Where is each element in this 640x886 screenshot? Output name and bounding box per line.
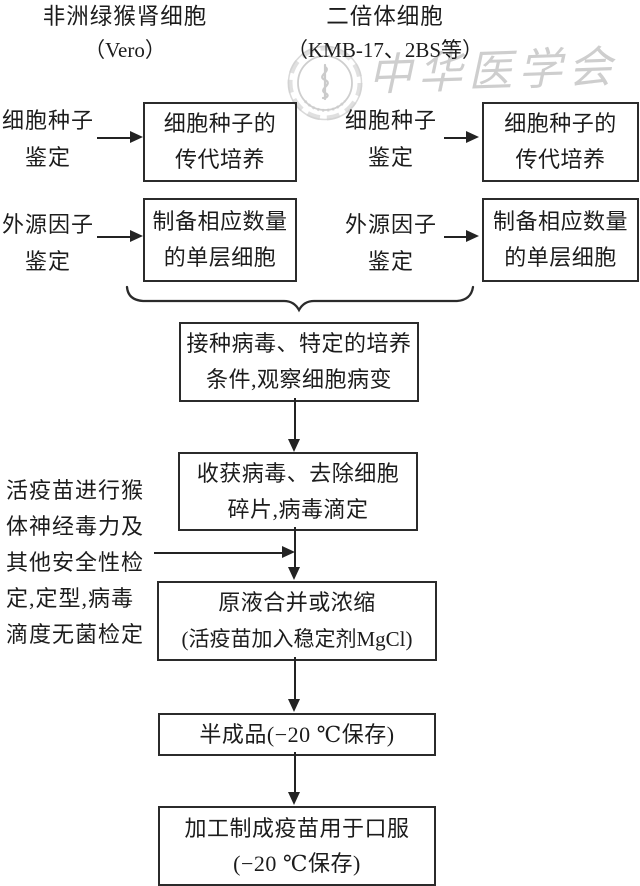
- box-line: 制备相应数量: [152, 209, 288, 234]
- box-left-monolayer-cells: 制备相应数量 的单层细胞: [143, 198, 297, 282]
- flow-arrow-4-line: [294, 752, 296, 793]
- side-arrow-head-icon: [282, 546, 295, 558]
- label-line: 鉴定: [367, 249, 414, 274]
- header-left-title: 非洲绿猴肾细胞: [42, 4, 208, 29]
- label-line: 外源因子: [345, 212, 438, 237]
- arrow-left-row1-head-icon: [130, 131, 143, 143]
- box-line: 传代培养: [515, 147, 606, 172]
- arrow-right-row1-head-icon: [466, 131, 479, 143]
- label-line: 细胞种子: [345, 108, 438, 133]
- arrow-left-row2-head-icon: [130, 230, 143, 242]
- flow-arrow-1-head-icon: [288, 439, 300, 452]
- merge-brace-icon: [125, 285, 475, 313]
- box-left-seed-culture: 细胞种子的 传代培养: [143, 102, 297, 182]
- box-oral-vaccine: 加工制成疫苗用于口服 (−20 ℃保存): [158, 806, 436, 886]
- label-line: 鉴定: [24, 145, 71, 170]
- box-line: (活疫苗加入稳定剂MgCl): [181, 627, 413, 651]
- label-line: 细胞种子: [2, 108, 95, 133]
- box-line: 制备相应数量: [492, 209, 628, 234]
- side-note-line: 滴度无菌检定: [6, 622, 145, 647]
- flow-arrow-3-head-icon: [288, 699, 300, 712]
- box-line: 加工制成疫苗用于口服: [184, 816, 410, 841]
- box-right-seed-culture: 细胞种子的 传代培养: [482, 102, 639, 182]
- side-arrow-line: [154, 552, 282, 554]
- box-line: 细胞种子的: [163, 111, 277, 136]
- flow-arrow-2-head-icon: [288, 567, 300, 580]
- label-left-cell-seed: 细胞种子 鉴定: [2, 102, 94, 176]
- side-note-line: 其他安全性检: [6, 550, 145, 575]
- box-inoculate-virus: 接种病毒、特定的培养 条件,观察细胞病变: [179, 322, 419, 402]
- box-line: 的单层细胞: [504, 245, 617, 270]
- box-line: 接种病毒、特定的培养: [186, 331, 412, 356]
- box-line: 半成品(−20 ℃保存): [199, 721, 395, 747]
- side-note-safety-tests: 活疫苗进行猴 体神经毒力及 其他安全性检 定,定型,病毒 滴度无菌检定: [6, 473, 174, 653]
- box-line: 条件,观察细胞病变: [205, 367, 392, 392]
- header-left-subtitle: （Vero）: [84, 38, 166, 62]
- label-line: 外源因子: [2, 212, 95, 237]
- arrow-right-row1-line: [444, 137, 466, 139]
- box-harvest-virus: 收获病毒、去除细胞 碎片,病毒滴定: [178, 452, 418, 531]
- label-line: 鉴定: [367, 145, 414, 170]
- arrow-left-row2-line: [97, 236, 130, 238]
- header-right-subtitle: （KMB-17、2BS等）: [286, 38, 484, 62]
- side-note-line: 活疫苗进行猴: [6, 478, 145, 503]
- arrow-right-row2-head-icon: [466, 230, 479, 242]
- arrow-left-row1-line: [97, 137, 130, 139]
- box-line: 的单层细胞: [163, 245, 277, 270]
- box-line: 细胞种子的: [504, 111, 617, 136]
- side-note-line: 定,定型,病毒: [6, 586, 135, 611]
- box-semi-finished-product: 半成品(−20 ℃保存): [158, 713, 436, 756]
- flow-arrow-1-line: [294, 398, 296, 440]
- label-left-adventitious-agent: 外源因子 鉴定: [2, 206, 94, 280]
- box-line: 收获病毒、去除细胞: [196, 460, 400, 486]
- box-line: 原液合并或浓缩: [218, 590, 376, 615]
- flow-arrow-2-line: [294, 527, 296, 568]
- label-right-adventitious-agent: 外源因子 鉴定: [345, 206, 437, 280]
- box-line: 碎片,病毒滴定: [227, 496, 369, 522]
- box-right-monolayer-cells: 制备相应数量 的单层细胞: [482, 198, 639, 282]
- label-line: 鉴定: [24, 249, 71, 274]
- arrow-right-row2-line: [444, 236, 466, 238]
- box-line: (−20 ℃保存): [233, 851, 361, 876]
- medical-association-seal-icon: [287, 45, 363, 121]
- header-right-title: 二倍体细胞: [326, 4, 444, 29]
- box-line: 传代培养: [174, 147, 265, 172]
- flow-arrow-3-line: [294, 657, 296, 700]
- label-right-cell-seed: 细胞种子 鉴定: [345, 102, 437, 176]
- flow-arrow-4-head-icon: [288, 792, 300, 805]
- side-note-line: 体神经毒力及: [6, 514, 145, 539]
- box-bulk-pool-concentrate: 原液合并或浓缩 (活疫苗加入稳定剂MgCl): [157, 581, 437, 661]
